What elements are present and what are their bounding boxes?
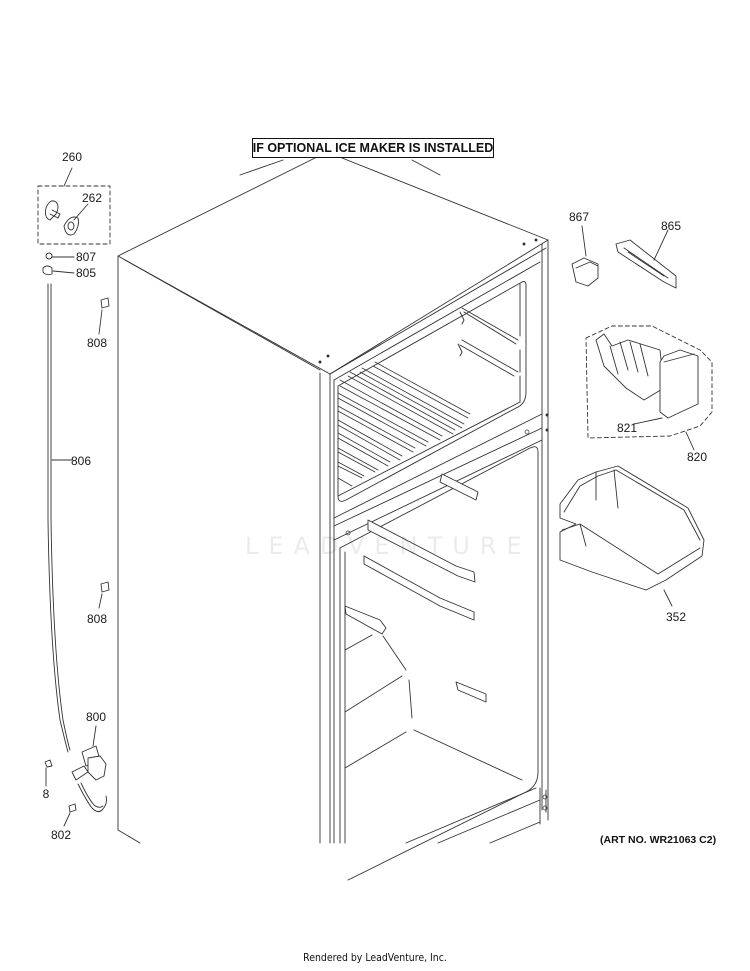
ice-maker-821-icon bbox=[595, 333, 699, 425]
callout-806[interactable]: 806 bbox=[71, 454, 91, 468]
refrigerator-cabinet bbox=[117, 151, 549, 881]
callout-262[interactable]: 262 bbox=[82, 191, 102, 205]
kit-260-dashed-box bbox=[37, 185, 111, 245]
clip-805-icon bbox=[42, 265, 75, 276]
tube-clip-808-lower-icon bbox=[98, 581, 110, 609]
screw-8-icon bbox=[44, 759, 53, 787]
kit-820-dashed-box bbox=[585, 325, 713, 439]
leader-820 bbox=[685, 431, 695, 451]
callout-867[interactable]: 867 bbox=[569, 210, 589, 224]
title-banner: IF OPTIONAL ICE MAKER IS INSTALLED bbox=[252, 138, 494, 158]
harness-cover-865-icon bbox=[615, 229, 677, 289]
leader-262 bbox=[73, 203, 89, 221]
callout-807[interactable]: 807 bbox=[76, 250, 96, 264]
footer-credit: Rendered by LeadVenture, Inc. bbox=[303, 951, 447, 964]
tube-clip-808-upper-icon bbox=[98, 297, 110, 335]
ice-bucket-352-icon bbox=[559, 465, 705, 607]
callout-260[interactable]: 260 bbox=[62, 150, 82, 164]
callout-352[interactable]: 352 bbox=[666, 610, 686, 624]
callout-820[interactable]: 820 bbox=[687, 450, 707, 464]
grommet-part-icon bbox=[45, 200, 79, 236]
bracket-867-icon bbox=[571, 225, 599, 287]
banner-leader-left bbox=[239, 159, 284, 176]
clamp-802-icon bbox=[63, 803, 77, 827]
title-banner-text: IF OPTIONAL ICE MAKER IS INSTALLED bbox=[252, 141, 494, 155]
water-tube-806-icon bbox=[47, 283, 73, 753]
callout-821[interactable]: 821 bbox=[617, 421, 637, 435]
callout-800[interactable]: 800 bbox=[86, 710, 106, 724]
art-number: (ART NO. WR21063 C2) bbox=[600, 834, 717, 846]
callout-802[interactable]: 802 bbox=[51, 828, 71, 842]
callout-865[interactable]: 865 bbox=[661, 219, 681, 233]
fitting-807-icon bbox=[45, 252, 75, 260]
callout-805[interactable]: 805 bbox=[76, 266, 96, 280]
callout-8[interactable]: 8 bbox=[43, 787, 50, 801]
watermark: LEADVENTURE bbox=[245, 532, 532, 560]
callout-808-upper[interactable]: 808 bbox=[87, 336, 107, 350]
leader-260 bbox=[63, 167, 73, 187]
water-valve-800-icon bbox=[71, 725, 107, 813]
callout-808-lower[interactable]: 808 bbox=[87, 612, 107, 626]
banner-leader-right bbox=[411, 159, 441, 176]
